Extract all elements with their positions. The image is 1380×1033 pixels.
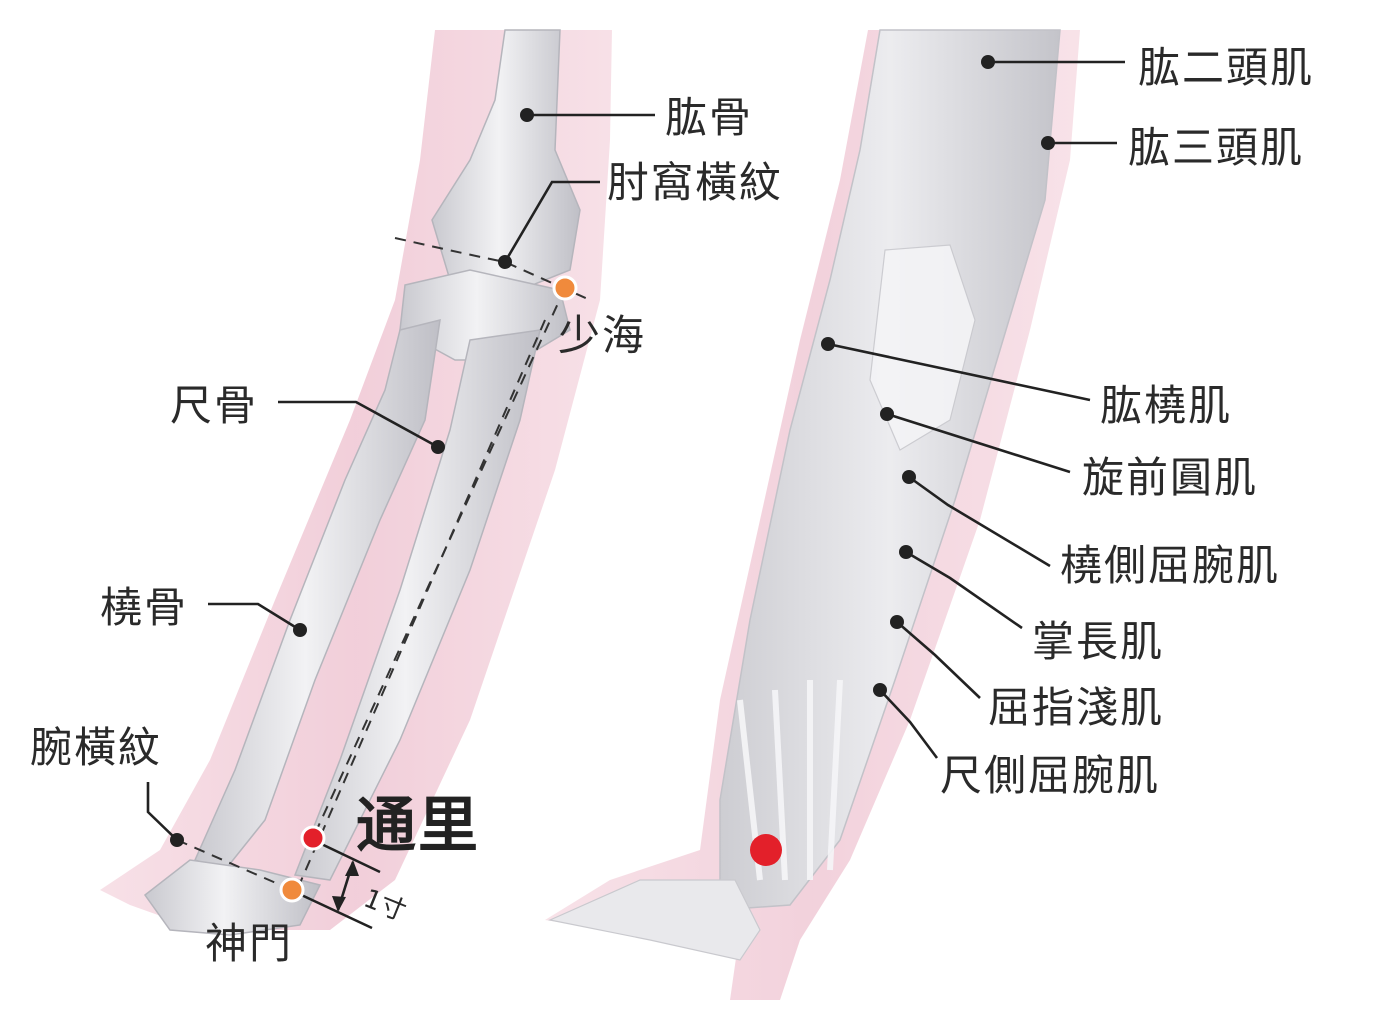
wrist-crease-marker xyxy=(170,833,184,847)
right-hand-outline xyxy=(548,879,761,961)
humerus-marker xyxy=(520,108,534,122)
carpal-bones xyxy=(143,859,322,936)
distance-label: 1寸 xyxy=(359,884,410,928)
ulna-leader xyxy=(278,400,439,449)
flexor-digitorum-superficialis-marker xyxy=(890,615,904,629)
elbow-crease-marker xyxy=(498,255,512,269)
triceps-marker xyxy=(1041,136,1055,150)
ulna-marker xyxy=(431,440,445,454)
biceps-label: 肱二頭肌 xyxy=(1138,43,1314,92)
flexor-digitorum-superficialis-label: 屈指淺肌 xyxy=(988,683,1164,732)
right-arm-tendon xyxy=(869,244,976,451)
right-arm-tendons-distal xyxy=(737,679,843,881)
flexor-carpi-ulnaris-marker xyxy=(873,683,887,697)
palmaris-longus-label: 掌長肌 xyxy=(1032,617,1164,666)
flexor-carpi-ulnaris-leader xyxy=(879,689,939,759)
distance-guide-bottom xyxy=(294,890,373,930)
brachioradialis-leader xyxy=(827,342,1091,402)
biceps-marker xyxy=(981,55,995,69)
flexor-carpi-ulnaris-label: 尺側屈腕肌 xyxy=(940,751,1160,800)
palmaris-longus-leader xyxy=(905,550,1023,630)
tongli-label: 通里 xyxy=(356,791,480,861)
pronator-teres-leader xyxy=(886,412,1071,474)
palmaris-longus-marker xyxy=(899,545,913,559)
flexor-carpi-radialis-marker xyxy=(902,470,916,484)
humerus-label: 肱骨 xyxy=(665,93,753,142)
meridian-line-right xyxy=(296,319,546,891)
ulna-label: 尺骨 xyxy=(170,381,258,430)
wrist-crease-label: 腕橫紋 xyxy=(30,723,162,772)
elbow-crease-label: 肘窩橫紋 xyxy=(607,158,783,207)
flexor-digitorum-superficialis-leader xyxy=(896,621,981,699)
radius-label: 橈骨 xyxy=(100,583,188,632)
shenmen-point xyxy=(279,877,305,903)
brachioradialis-marker xyxy=(821,337,835,351)
shaohai-label: 少海 xyxy=(558,311,646,360)
tongli-point-muscle-view xyxy=(750,834,782,866)
shenmen-label: 神門 xyxy=(205,919,293,968)
flexor-carpi-radialis-leader xyxy=(908,475,1051,568)
tongli-point xyxy=(300,825,326,851)
triceps-label: 肱三頭肌 xyxy=(1128,123,1304,172)
distance-guide-top xyxy=(312,838,381,874)
shaohai-point xyxy=(552,275,578,301)
meridian-line-left xyxy=(312,287,566,839)
right-arm-muscles xyxy=(719,29,1061,911)
wrist-crease-leader xyxy=(146,782,178,841)
radius-leader xyxy=(208,602,301,632)
right-arm-illustration: 肱二頭肌 肱三頭肌 肱橈肌 旋前圓肌 橈側屈腕肌 掌長肌 屈指淺肌 尺側屈腕肌 xyxy=(545,29,1314,1000)
left-arm-illustration: 1寸 肱骨 肘窩橫紋 少海 尺骨 橈骨 腕橫紋 通里 神門 xyxy=(30,29,783,968)
flexor-carpi-radialis-label: 橈側屈腕肌 xyxy=(1060,541,1280,590)
pronator-teres-label: 旋前圓肌 xyxy=(1082,453,1258,502)
wrist-crease-line xyxy=(176,839,293,891)
pronator-teres-marker xyxy=(880,407,894,421)
distance-arrowhead-bottom xyxy=(332,896,346,912)
elbow-crease-leader xyxy=(503,180,600,263)
brachioradialis-label: 肱橈肌 xyxy=(1100,381,1232,430)
radius-marker xyxy=(293,623,307,637)
distance-arrowhead-top xyxy=(345,860,359,876)
